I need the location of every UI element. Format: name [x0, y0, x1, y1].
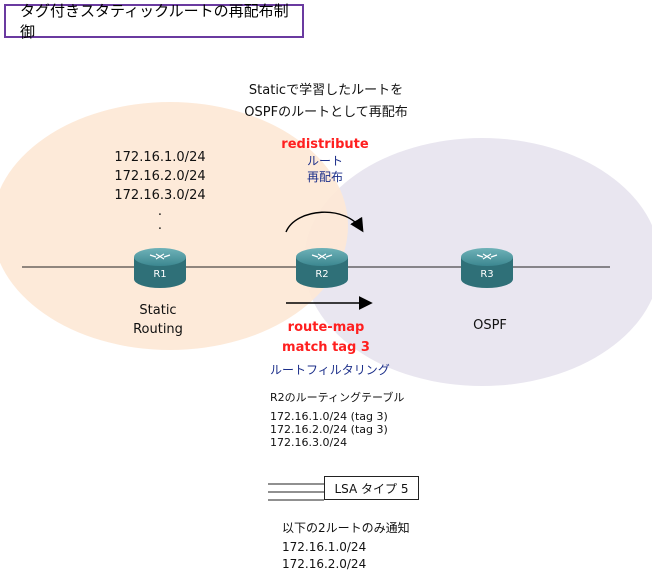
router-r2-icon[interactable]: R2	[296, 248, 348, 288]
static-area	[0, 102, 348, 350]
static-route-1: 172.16.1.0/24	[114, 150, 206, 165]
route-filtering-caption: ルートフィルタリング	[270, 363, 390, 377]
redistribute-arrow	[285, 211, 364, 233]
redistribute-command: redistribute	[281, 137, 369, 152]
header-note-line-1: Staticで学習したルートを	[248, 83, 404, 98]
routing-table-row: 172.16.1.0/24 (tag 3)	[270, 410, 388, 423]
static-route-3: 172.16.3.0/24	[114, 188, 206, 203]
redistribute-label: redistribute ルート 再配布	[270, 136, 380, 185]
notify-route-list: 172.16.1.0/24 172.16.2.0/24	[282, 539, 366, 573]
static-route-list: 172.16.1.0/24 172.16.2.0/24 172.16.3.0/2…	[110, 148, 210, 233]
router-r3-icon[interactable]: R3	[461, 248, 513, 288]
notify-route-1: 172.16.1.0/24	[282, 540, 367, 554]
lsa-type5-label: LSA タイプ 5	[334, 481, 409, 496]
redistribute-label-route: ルート	[306, 154, 343, 168]
redistribute-label-redist: 再配布	[306, 170, 343, 184]
route-map-line-1: route-map	[287, 320, 365, 335]
notify-title: 以下の2ルートのみ通知	[282, 521, 410, 535]
route-map-block: route-map match tag 3	[266, 318, 386, 358]
static-route-ellipsis-1: .	[157, 204, 163, 219]
static-routing-label-1: Static	[139, 303, 177, 318]
notify-route-2: 172.16.2.0/24	[282, 557, 367, 571]
lsa-type5-box: LSA タイプ 5	[324, 476, 419, 500]
router-r2-label: R2	[315, 269, 328, 280]
static-routing-label: Static Routing	[118, 301, 198, 339]
static-route-ellipsis-2: .	[157, 218, 163, 233]
routing-table-row: 172.16.3.0/24	[270, 436, 348, 449]
static-route-2: 172.16.2.0/24	[114, 169, 206, 184]
router-r1-icon[interactable]: R1	[134, 248, 186, 288]
routing-table-row: 172.16.2.0/24 (tag 3)	[270, 423, 388, 436]
header-note-line-2: OSPFのルートとして再配布	[244, 105, 408, 120]
router-r1-label: R1	[153, 269, 166, 280]
header-note: Staticで学習したルートを OSPFのルートとして再配布	[236, 80, 416, 124]
static-routing-label-2: Routing	[133, 322, 183, 337]
routing-table-title: R2のルーティングテーブル	[270, 391, 405, 404]
route-map-line-2: match tag 3	[282, 340, 370, 355]
router-r3-label: R3	[480, 269, 493, 280]
page-title: タグ付きスタティックルートの再配布制御	[4, 2, 304, 41]
ospf-label: OSPF	[473, 318, 507, 333]
routing-table: R2のルーティングテーブル 172.16.1.0/24 (tag 3) 172.…	[270, 391, 404, 449]
